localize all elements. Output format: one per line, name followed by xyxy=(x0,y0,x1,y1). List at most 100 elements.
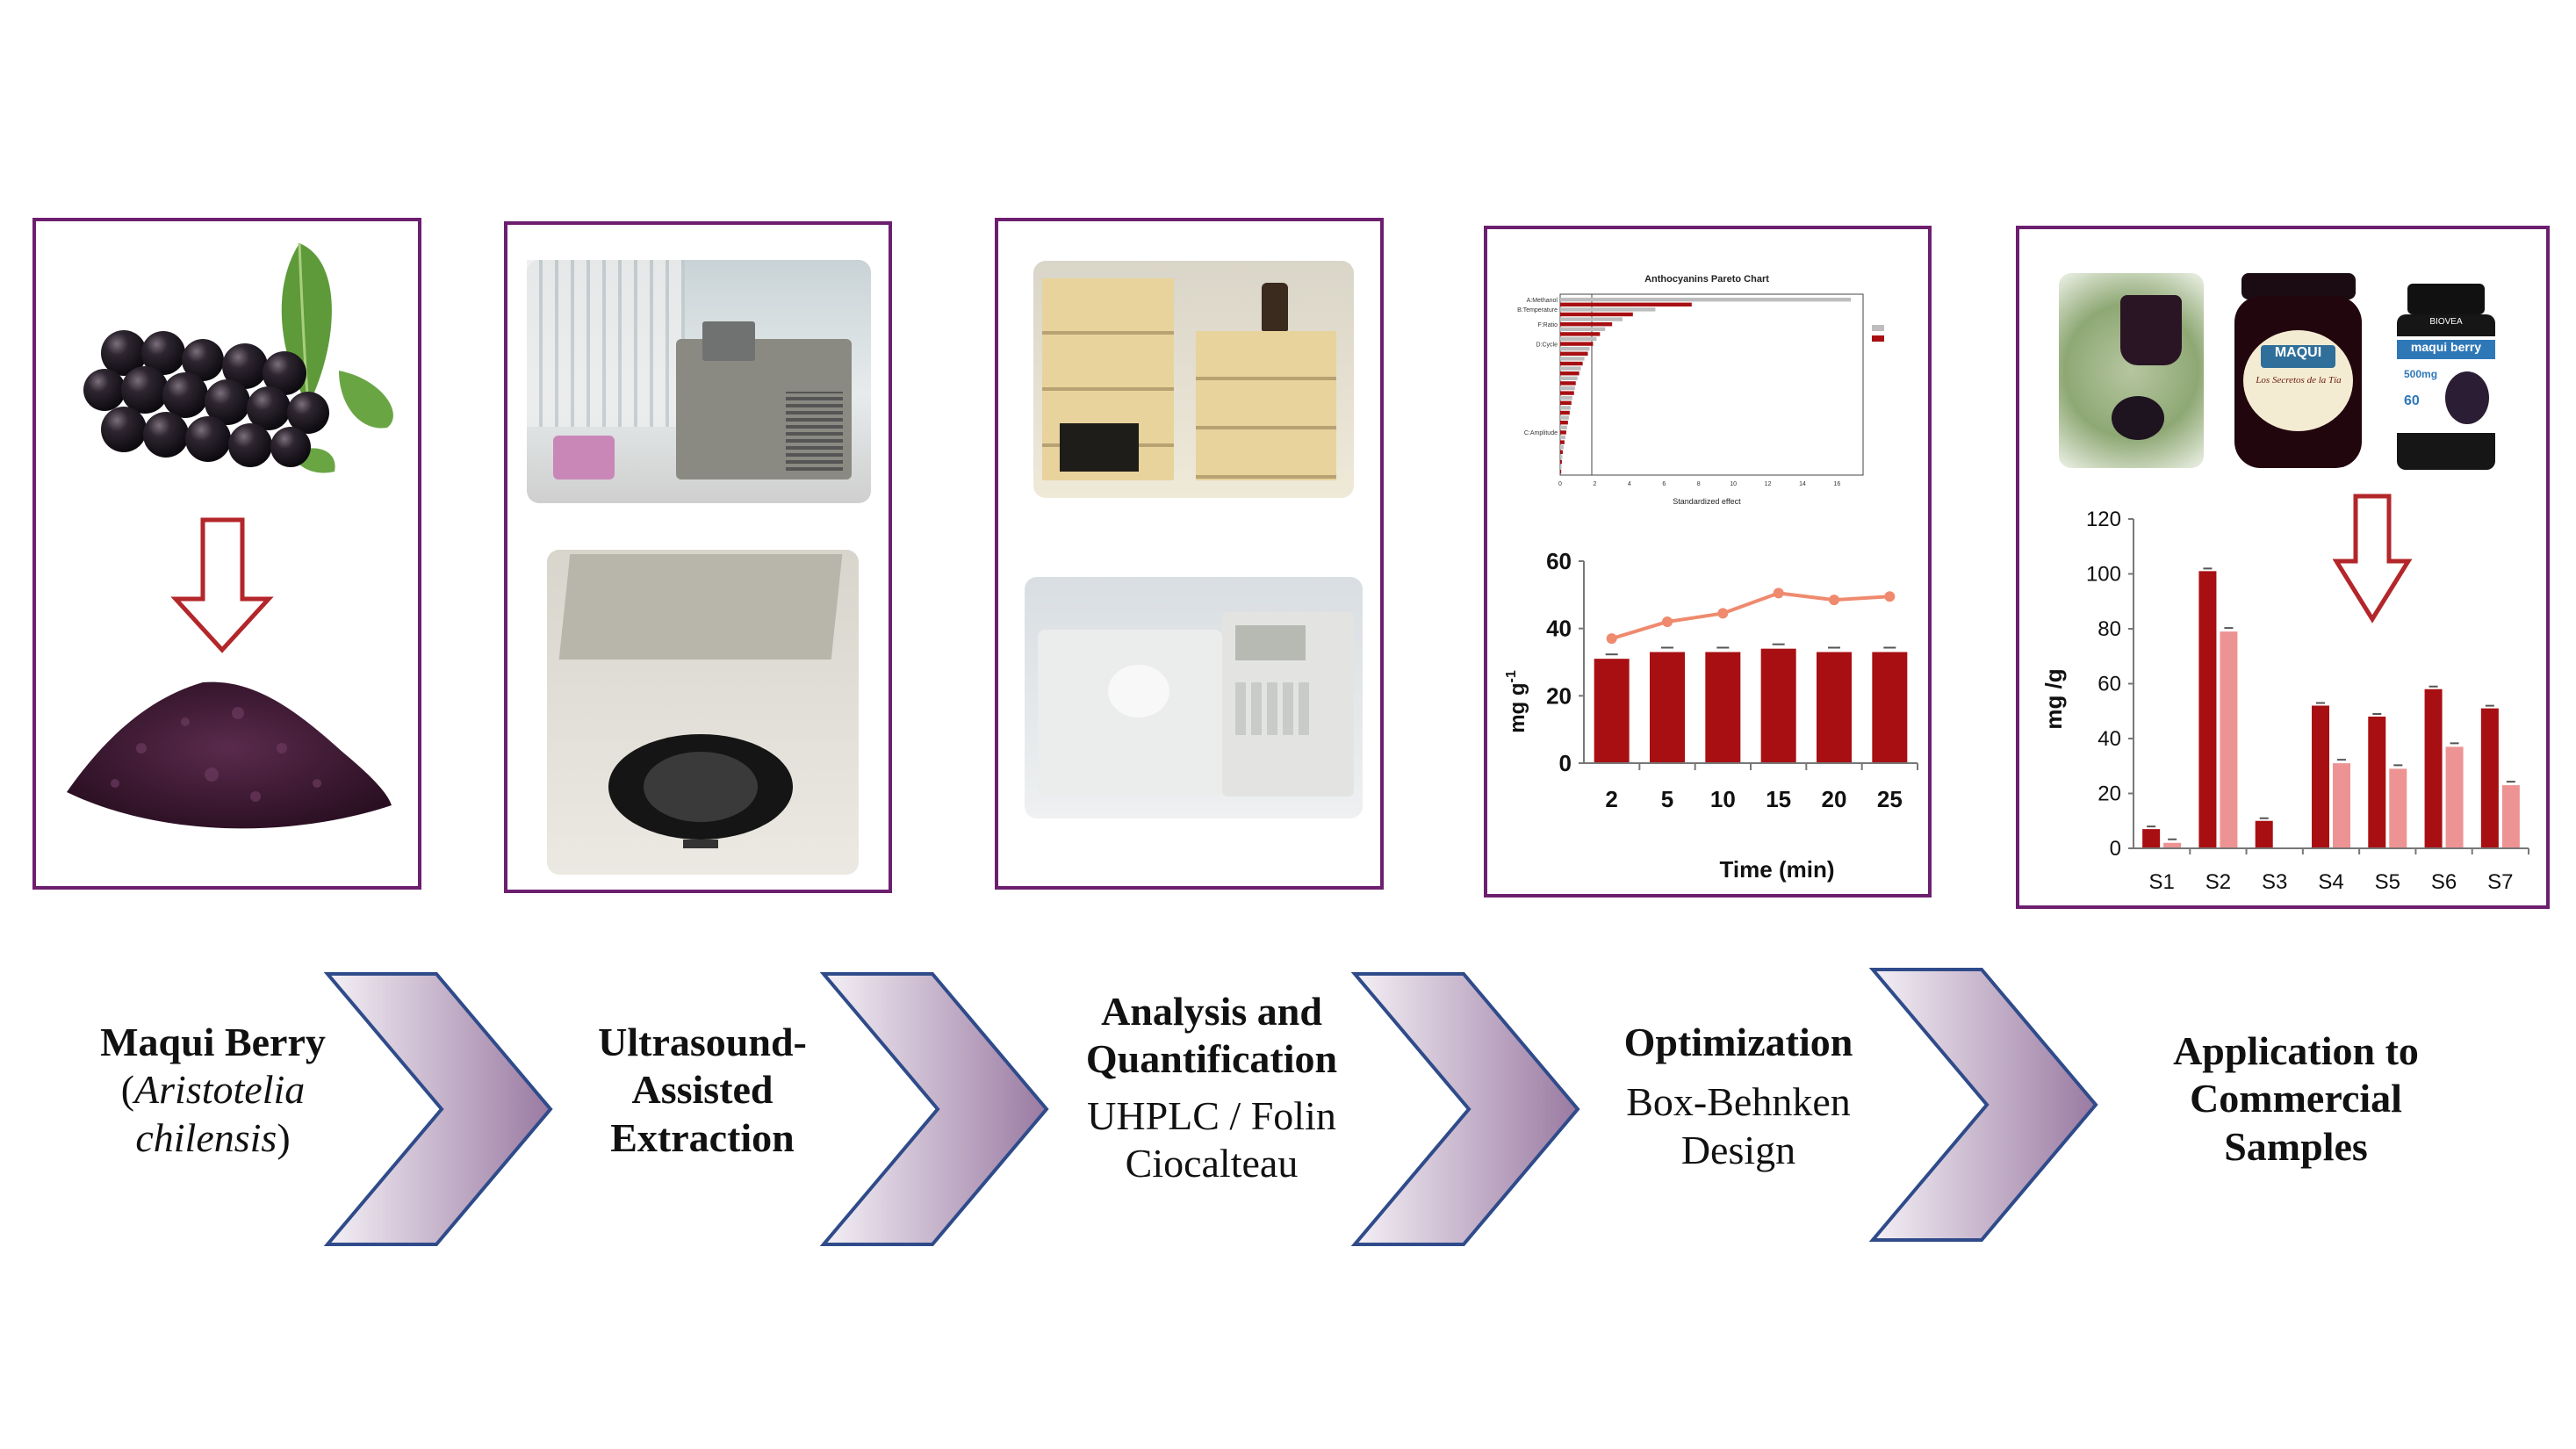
time-chart-bar xyxy=(1705,652,1741,763)
pareto-bar xyxy=(1560,302,1692,306)
pareto-bar xyxy=(1560,371,1579,376)
samples-chart-bar-dark xyxy=(2480,708,2499,848)
step-3-title-line-1: Analysis and xyxy=(1101,989,1322,1034)
pareto-tick-label: 2 xyxy=(1593,481,1596,487)
pareto-bar xyxy=(1560,459,1562,465)
samples-chart-bar-dark xyxy=(2424,688,2443,848)
maqui-bottle-photo: BIOVEA maqui berry 500mg 60 xyxy=(2397,284,2495,470)
pareto-bar xyxy=(1560,440,1565,444)
pareto-factor-label: F:Ratio xyxy=(1537,322,1558,328)
pareto-plot-frame xyxy=(1559,293,1864,476)
pareto-tick-label: 0 xyxy=(1558,481,1562,487)
pareto-bar xyxy=(1560,376,1578,380)
pareto-bar xyxy=(1560,450,1563,454)
samples-chart-y-tick-label: 40 xyxy=(2097,727,2121,751)
pareto-tick-label: 12 xyxy=(1765,481,1772,487)
pareto-legend-red xyxy=(1872,335,1884,342)
samples-chart-bar-light xyxy=(2163,842,2182,848)
samples-chart-bar-light xyxy=(2501,785,2520,848)
time-chart-line-point xyxy=(1773,588,1784,599)
step-analysis-quantification: Analysis and Quantification UHPLC / Foli… xyxy=(1027,988,1396,1187)
time-chart-bar xyxy=(1594,659,1630,763)
step-5-title-line-1: Application to xyxy=(2173,1028,2419,1073)
samples-chart-y-tick-label: 60 xyxy=(2097,673,2121,696)
time-chart-line-point xyxy=(1662,616,1673,627)
pareto-legend-gray xyxy=(1872,325,1884,331)
pareto-bar xyxy=(1560,366,1581,371)
time-chart-line-series xyxy=(1611,591,1890,641)
time-chart-y-tick-label: 60 xyxy=(1546,548,1572,574)
pareto-bars xyxy=(1560,298,1852,474)
step-2-title-line-3: Extraction xyxy=(610,1114,795,1160)
panel-analysis-equipment xyxy=(995,218,1384,890)
pareto-tick-label: 10 xyxy=(1730,481,1737,487)
time-chart-line-point xyxy=(1717,608,1729,619)
samples-chart-x-tick-label: S6 xyxy=(2431,870,2457,894)
bottle-dose: 500mg xyxy=(2404,368,2438,380)
pareto-chart: Anthocyanins Pareto Chart A:MethanolB:Te… xyxy=(1517,274,1884,506)
step-4-subtitle-line-1: Box-Behnken xyxy=(1626,1079,1851,1125)
samples-chart-bar-dark xyxy=(2368,717,2386,848)
time-chart-y-tick-label: 20 xyxy=(1546,682,1572,709)
samples-chart-bar-dark xyxy=(2312,705,2329,848)
pareto-tick-label: 8 xyxy=(1697,481,1701,487)
pareto-factor-label: C:Amplitude xyxy=(1524,430,1558,436)
step-3-subtitle-line-2: Ciocalteau xyxy=(1125,1140,1299,1186)
time-chart-line-point xyxy=(1606,633,1617,645)
samples-chart-ylabel: mg /g xyxy=(2040,668,2067,729)
pareto-bar xyxy=(1560,332,1601,336)
samples-chart-y-tick-label: 20 xyxy=(2097,782,2121,806)
jar-brand: MAQUI xyxy=(2261,345,2335,368)
step-maqui-berry: Maqui Berry (Aristotelia chilensis) xyxy=(61,1019,364,1162)
samples-chart-bar-light xyxy=(2220,631,2238,848)
pareto-factor-labels: A:MethanolB:TemperatureF:RatioD:CycleC:A… xyxy=(1517,298,1558,436)
step-1-subtitle: (Aristotelia chilensis) xyxy=(61,1066,364,1162)
maqui-berry-photo xyxy=(67,242,393,829)
chevron-arrow-3 xyxy=(1350,972,1580,1246)
pareto-bar xyxy=(1560,425,1567,429)
chevron-arrow-2 xyxy=(819,972,1049,1246)
step-optimization: Optimization Box-Behnken Design xyxy=(1580,1019,1896,1174)
pareto-bar xyxy=(1560,381,1576,386)
time-chart-bar xyxy=(1872,652,1908,763)
step-3-title-line-2: Quantification xyxy=(1085,1036,1338,1082)
maqui-plant-photo xyxy=(2059,273,2204,468)
pareto-tick-label: 16 xyxy=(1834,481,1841,487)
bottle-brand: BIOVEA xyxy=(2429,317,2463,327)
samples-chart-bar-dark xyxy=(2198,571,2217,848)
time-chart-xlabel: Time (min) xyxy=(1720,856,1835,883)
samples-chart-bar-dark xyxy=(2142,829,2161,848)
step-2-title-line-2: Assisted xyxy=(631,1067,774,1113)
time-chart-x-tick-label: 2 xyxy=(1605,786,1617,812)
down-arrow-icon xyxy=(2333,494,2412,624)
time-chart-bar xyxy=(1650,652,1685,763)
samples-chart-bars xyxy=(2142,567,2520,848)
pareto-bar xyxy=(1560,342,1594,346)
pareto-tick-label: 6 xyxy=(1662,481,1666,487)
pareto-bar xyxy=(1560,400,1572,405)
step-3-subtitle-line-1: UHPLC / Folin xyxy=(1087,1092,1336,1138)
pareto-bar xyxy=(1560,470,1562,474)
step-5-title-line-3: Samples xyxy=(2224,1123,2368,1169)
pareto-factor-label: A:Methanol xyxy=(1527,298,1558,304)
samples-chart-y-tick-label: 120 xyxy=(2086,508,2121,531)
samples-chart-x-tick-label: S1 xyxy=(2148,870,2174,894)
pareto-bar xyxy=(1560,347,1590,351)
step-commercial-application: Application to Commercial Samples xyxy=(2107,1027,2485,1171)
step-ultrasound-extraction: Ultrasound- Assisted Extraction xyxy=(544,1019,860,1162)
pareto-bar xyxy=(1560,391,1574,395)
time-chart-bars xyxy=(1594,643,1908,763)
pareto-bar xyxy=(1560,361,1583,366)
pareto-bar xyxy=(1560,406,1571,410)
down-arrow-icon xyxy=(170,517,274,653)
pareto-bar xyxy=(1560,386,1575,391)
samples-chart-x-tick-label: S3 xyxy=(2262,870,2287,894)
samples-chart-x-tick-label: S7 xyxy=(2487,870,2513,894)
